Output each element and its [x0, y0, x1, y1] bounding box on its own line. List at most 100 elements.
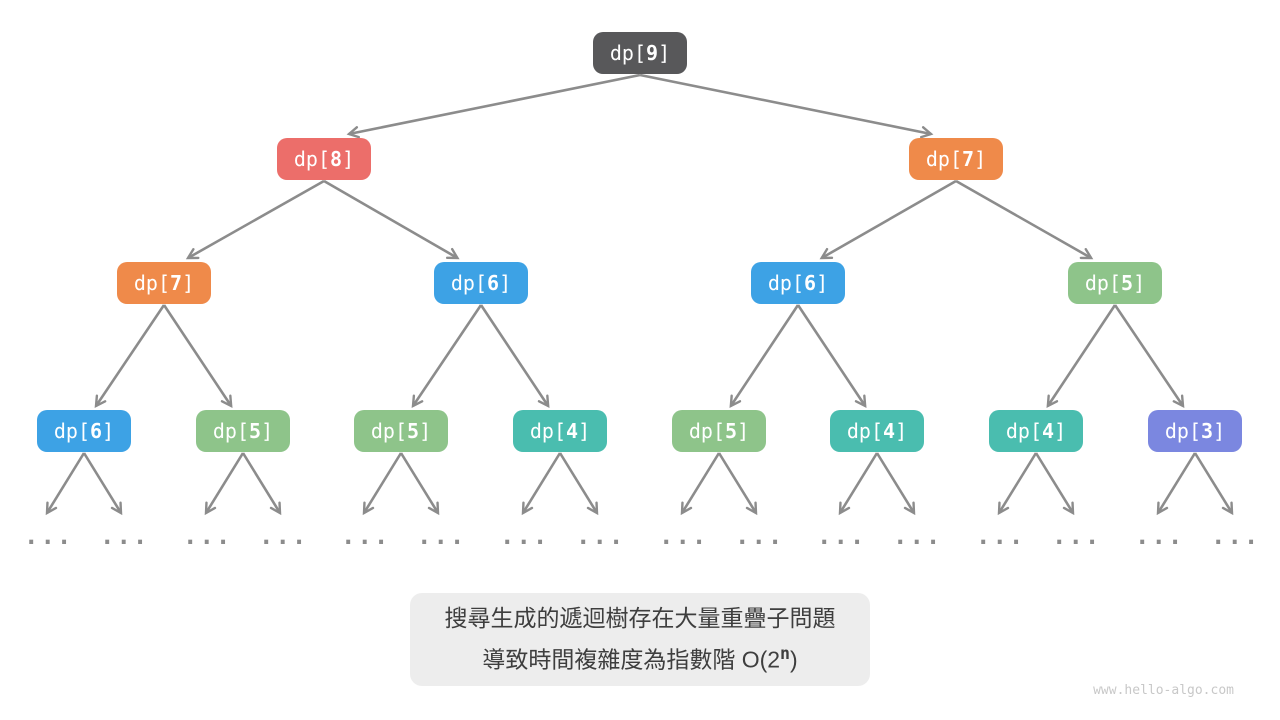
node-label: dp[ — [688, 419, 726, 443]
node-label: ] — [1054, 419, 1067, 443]
ellipsis-subtree: ... — [1211, 522, 1261, 550]
ellipsis-subtree: ... — [24, 522, 74, 550]
node-label: dp[ — [450, 271, 488, 295]
tree-edge-arrow — [558, 452, 599, 516]
tree-edge-arrow — [796, 304, 867, 409]
node-label: dp[ — [925, 147, 963, 171]
exponent-n: n — [780, 644, 791, 663]
tree-node-dp7: dp[7] — [909, 138, 1003, 180]
node-label: dp[ — [1084, 271, 1122, 295]
tree-edge-arrow — [94, 304, 166, 409]
tree-edge-arrow — [204, 452, 245, 516]
tree-edge-arrow — [819, 179, 957, 260]
tree-node-dp3: dp[3] — [1148, 410, 1242, 452]
node-label: ] — [816, 271, 829, 295]
tree-edge-arrow — [362, 452, 403, 516]
node-label: 5 — [725, 419, 738, 443]
tree-edge-arrow — [323, 179, 460, 260]
tree-edge-arrow — [1034, 452, 1075, 516]
node-label: ] — [578, 419, 591, 443]
node-label: dp[ — [1005, 419, 1043, 443]
node-label: 5 — [407, 419, 420, 443]
watermark: www.hello-algo.com — [1093, 683, 1234, 698]
node-label: dp[ — [1164, 419, 1202, 443]
tree-node-dp5: dp[5] — [196, 410, 290, 452]
tree-edge-arrow — [479, 304, 550, 409]
node-label: ] — [974, 147, 987, 171]
tree-node-dp5: dp[5] — [1068, 262, 1162, 304]
ellipsis-subtree: ... — [341, 522, 391, 550]
node-label: 3 — [1201, 419, 1214, 443]
node-label: 4 — [883, 419, 896, 443]
tree-edge-arrow — [680, 452, 721, 516]
node-label: 7 — [962, 147, 975, 171]
tree-edge-arrow — [875, 452, 916, 516]
node-label: 5 — [249, 419, 262, 443]
tree-node-dp5: dp[5] — [672, 410, 766, 452]
tree-edge-arrow — [729, 304, 800, 409]
node-label: dp[ — [212, 419, 250, 443]
tree-edge-arrow — [639, 73, 934, 139]
tree-node-dp9: dp[9] — [593, 32, 687, 74]
tree-node-dp6: dp[6] — [434, 262, 528, 304]
tree-node-dp6: dp[6] — [37, 410, 131, 452]
node-label: dp[ — [767, 271, 805, 295]
tree-node-dp4: dp[4] — [513, 410, 607, 452]
node-label: ] — [499, 271, 512, 295]
tree-edge-arrow — [1193, 452, 1234, 516]
node-label: 6 — [487, 271, 500, 295]
tree-edge-arrow — [955, 179, 1094, 260]
tree-node-dp8: dp[8] — [277, 138, 371, 180]
ellipsis-subtree: ... — [1135, 522, 1185, 550]
ellipsis-subtree: ... — [576, 522, 626, 550]
node-label: ] — [419, 419, 432, 443]
tree-node-dp5: dp[5] — [354, 410, 448, 452]
tree-edge-arrow — [1046, 304, 1117, 409]
node-label: dp[ — [53, 419, 91, 443]
node-label: dp[ — [133, 271, 171, 295]
tree-edge-arrow — [45, 452, 86, 516]
caption-box: 搜尋生成的遞迴樹存在大量重疊子問題 導致時間複雜度為指數階 O(2n) — [410, 593, 870, 686]
tree-node-dp6: dp[6] — [751, 262, 845, 304]
node-label: ] — [342, 147, 355, 171]
node-label: ] — [737, 419, 750, 443]
tree-edge-arrow — [997, 452, 1038, 516]
ellipsis-subtree: ... — [659, 522, 709, 550]
node-label: ] — [658, 41, 671, 65]
caption-line-2: 導致時間複雜度為指數階 O(2n) — [482, 644, 798, 673]
node-label: 4 — [1042, 419, 1055, 443]
node-label: 6 — [90, 419, 103, 443]
ellipsis-subtree: ... — [735, 522, 785, 550]
node-label: dp[ — [293, 147, 331, 171]
tree-edge-arrow — [346, 73, 641, 139]
node-label: 6 — [804, 271, 817, 295]
ellipsis-subtree: ... — [417, 522, 467, 550]
tree-edge-arrow — [162, 304, 233, 409]
node-label: ] — [182, 271, 195, 295]
tree-edge-arrow — [82, 452, 123, 516]
node-label: ] — [1213, 419, 1226, 443]
node-label: dp[ — [846, 419, 884, 443]
node-label: 5 — [1121, 271, 1134, 295]
tree-node-dp7: dp[7] — [117, 262, 211, 304]
tree-node-dp4: dp[4] — [830, 410, 924, 452]
node-label: 9 — [646, 41, 659, 65]
tree-node-dp4: dp[4] — [989, 410, 1083, 452]
node-label: 8 — [330, 147, 343, 171]
ellipsis-subtree: ... — [817, 522, 867, 550]
node-label: dp[ — [609, 41, 647, 65]
tree-edge-arrow — [241, 452, 282, 516]
node-label: ] — [102, 419, 115, 443]
tree-edge-arrow — [838, 452, 879, 516]
ellipsis-subtree: ... — [100, 522, 150, 550]
ellipsis-subtree: ... — [183, 522, 233, 550]
tree-edge-arrow — [185, 179, 325, 260]
tree-edge-arrow — [411, 304, 483, 409]
node-label: ] — [1133, 271, 1146, 295]
tree-edge-arrow — [1156, 452, 1197, 516]
ellipsis-subtree: ... — [500, 522, 550, 550]
node-label: 4 — [566, 419, 579, 443]
node-label: 7 — [170, 271, 183, 295]
